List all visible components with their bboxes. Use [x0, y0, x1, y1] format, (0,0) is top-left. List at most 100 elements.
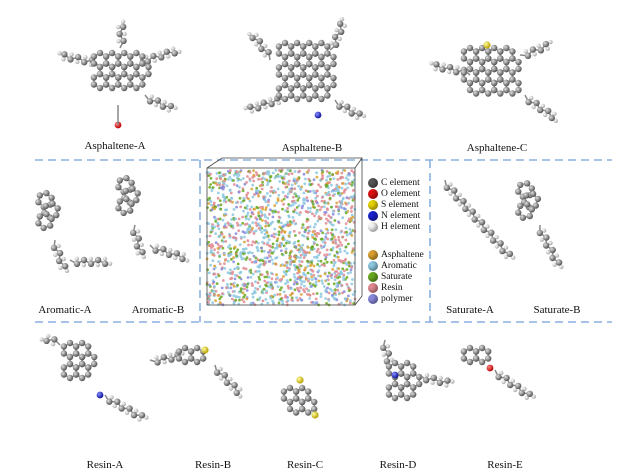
atom-H: [337, 36, 342, 42]
box-particle: [327, 291, 331, 295]
atom-C: [280, 395, 288, 402]
molecule-resin-d: [380, 339, 455, 402]
box-particle: [228, 188, 232, 192]
box-particle: [340, 272, 344, 276]
box-particle: [237, 217, 241, 221]
box-particle: [223, 179, 227, 183]
box-particle: [288, 240, 292, 244]
box-particle: [317, 253, 321, 257]
atom-C: [403, 394, 411, 402]
box-particle: [281, 302, 285, 306]
atom-H: [433, 67, 438, 72]
box-particle: [218, 297, 222, 301]
legend-item-resin: Resin: [368, 283, 403, 293]
box-particle: [243, 182, 247, 186]
box-particle: [229, 247, 233, 251]
box-particle: [257, 214, 261, 218]
box-particle: [211, 186, 215, 189]
box-particle: [260, 183, 264, 187]
box-particle: [310, 278, 314, 281]
atom-H: [64, 268, 70, 273]
atom-H: [513, 387, 518, 393]
atom-C: [305, 395, 312, 402]
box-particle: [308, 210, 312, 214]
box-particle: [258, 278, 261, 281]
atom-C: [72, 350, 80, 357]
box-particle: [266, 203, 270, 207]
box-particle: [239, 201, 243, 204]
box-particle: [277, 193, 281, 197]
box-particle: [331, 293, 334, 297]
box-particle: [293, 170, 297, 173]
box-particle: [256, 270, 259, 273]
atom-C: [287, 85, 295, 92]
box-particle: [235, 170, 239, 174]
box-particle: [326, 286, 329, 290]
box-particle: [275, 201, 278, 205]
atom-C: [453, 69, 460, 76]
box-particle: [292, 273, 296, 276]
box-particle: [258, 190, 262, 194]
box-particle: [290, 292, 294, 296]
box-particle: [248, 223, 251, 227]
box-particle: [261, 180, 264, 184]
atom-H: [154, 243, 160, 249]
box-particle: [210, 208, 214, 212]
atom-C: [268, 100, 275, 108]
atom-H: [254, 101, 259, 106]
atom-H: [228, 386, 234, 391]
atom-H: [53, 252, 58, 257]
atom-C: [281, 74, 289, 82]
box-particle: [292, 177, 296, 181]
atom-C: [56, 249, 64, 257]
box-particle: [328, 220, 332, 224]
box-particle: [299, 293, 303, 296]
box-particle: [344, 182, 348, 186]
box-particle: [297, 195, 300, 198]
atom-C: [127, 81, 134, 88]
box-particle: [255, 224, 259, 228]
atom-S: [201, 346, 209, 354]
atom-C: [478, 65, 486, 73]
atom-C: [489, 237, 497, 244]
box-particle: [296, 256, 299, 259]
box-particle: [319, 292, 323, 296]
atom-C: [526, 212, 533, 220]
atom-C: [497, 76, 504, 83]
box-particle: [287, 234, 291, 238]
atom-C: [138, 412, 146, 419]
atom-H: [218, 376, 224, 381]
box-particle: [232, 179, 235, 182]
box-particle: [250, 205, 254, 209]
atom-C: [256, 37, 264, 45]
box-particle: [334, 242, 338, 245]
box-particle: [309, 264, 312, 268]
box-particle: [303, 250, 307, 254]
box-particle: [207, 202, 211, 205]
atom-C: [158, 54, 165, 61]
box-particle: [216, 224, 220, 228]
atom-C: [43, 210, 50, 218]
atom-C: [410, 384, 417, 391]
box-particle: [239, 178, 243, 182]
legend-swatch: [368, 261, 378, 271]
box-particle: [249, 215, 253, 218]
box-particle: [337, 244, 341, 248]
box-particle: [245, 231, 249, 234]
box-particle: [247, 217, 251, 221]
box-particle: [237, 173, 241, 177]
box-particle: [245, 297, 249, 301]
legend-swatch: [368, 250, 378, 260]
box-particle: [342, 290, 346, 293]
atom-C: [121, 63, 128, 71]
box-particle: [277, 233, 281, 237]
box-particle: [218, 262, 222, 266]
atom-C: [523, 180, 531, 187]
atom-C: [287, 71, 295, 78]
box-particle: [301, 233, 304, 237]
molecule-structures: [35, 17, 564, 422]
label-saturate-a: Saturate-A: [446, 304, 494, 316]
box-particle: [302, 271, 305, 275]
box-particle: [309, 206, 313, 210]
box-particle: [282, 244, 286, 248]
